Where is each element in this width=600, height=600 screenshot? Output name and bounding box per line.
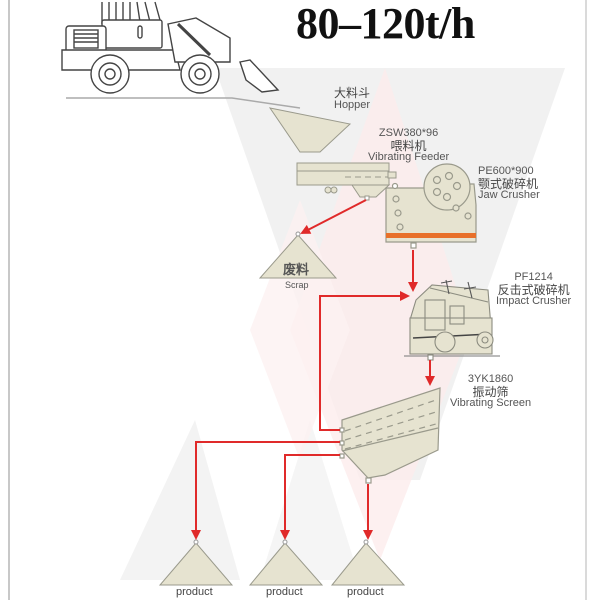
product-label-3: product xyxy=(347,586,384,598)
vibrating-feeder-label-cn: 喂料机 xyxy=(390,138,427,153)
product-pile-2-icon xyxy=(248,542,324,586)
product-label-2: product xyxy=(266,586,303,598)
scrap-label-en: Scrap xyxy=(285,280,309,290)
jaw-crusher-model: PE600*900 xyxy=(478,165,534,177)
vibrating-screen-label: 3YK1860 振动筛 Vibrating Screen xyxy=(450,373,532,410)
jaw-crusher-label-cn: 颚式破碎机 xyxy=(478,176,539,191)
scrap-pile-icon xyxy=(258,234,338,279)
impact-crusher-icon xyxy=(404,279,500,361)
vibrating-screen-model: 3YK1860 xyxy=(467,373,514,385)
ground-line xyxy=(66,97,301,109)
hopper-label: 大料斗 Hopper xyxy=(334,87,370,111)
vibrating-screen-label-en: Vibrating Screen xyxy=(450,397,532,410)
impact-crusher-label-cn: 反击式破碎机 xyxy=(497,282,570,297)
vibrating-feeder-model: ZSW380*96 xyxy=(378,127,439,139)
vibrating-feeder-label: ZSW380*96 喂料机 Vibrating Feeder xyxy=(368,127,450,164)
vibrating-screen-label-cn: 振动筛 xyxy=(472,384,509,399)
vibrating-feeder-label-en: Vibrating Feeder xyxy=(368,151,450,164)
scrap-label-cn: 废料 xyxy=(283,263,310,278)
product-pile-1-icon xyxy=(158,542,234,586)
hopper-icon xyxy=(268,107,352,153)
arrow-screen-return-to-impact xyxy=(319,291,410,431)
hopper-label-cn: 大料斗 xyxy=(334,86,371,100)
impact-crusher-label-en: Impact Crusher xyxy=(496,295,572,308)
jaw-crusher-label-en: Jaw Crusher xyxy=(478,189,540,202)
arrow-screen-to-product-2 xyxy=(280,454,340,540)
wheel-loader-icon xyxy=(61,1,280,94)
impact-crusher-label: PF1214 反击式破碎机 Impact Crusher xyxy=(496,271,572,308)
hopper-label-en: Hopper xyxy=(334,98,371,111)
impact-crusher-model: PF1214 xyxy=(514,271,553,283)
product-label-1: product xyxy=(176,586,213,598)
jaw-crusher-label: PE600*900 颚式破碎机 Jaw Crusher xyxy=(478,165,540,202)
product-pile-3-icon xyxy=(330,542,406,586)
arrow-feeder-to-scrap xyxy=(300,199,367,234)
vibrating-feeder-icon xyxy=(296,162,397,201)
jaw-crusher-icon xyxy=(385,163,477,249)
flow-arrows xyxy=(191,199,435,540)
vibrating-screen-icon xyxy=(339,387,441,484)
arrow-screen-to-product-1 xyxy=(191,441,340,540)
capacity-title: 80–120t/h xyxy=(296,0,475,48)
watermark-background xyxy=(120,68,565,580)
